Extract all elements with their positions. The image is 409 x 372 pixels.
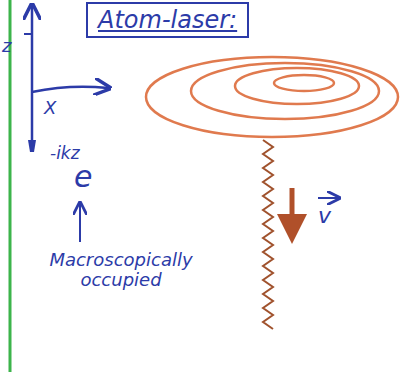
wavefunction-label: e (74, 160, 92, 193)
z-axis (31, 6, 34, 150)
pointer-arrow (79, 204, 81, 242)
velocity-arrow (290, 188, 295, 238)
vector-arrow (318, 197, 338, 199)
axis-label: z (2, 36, 11, 56)
atom-beam (263, 140, 273, 329)
axis-foot (28, 140, 36, 152)
note-label: Macroscopically occupied (36, 250, 206, 290)
spiral-ring (274, 75, 334, 91)
axis-tick (24, 33, 32, 35)
spiral-ring (191, 63, 379, 119)
spiral-ring (235, 68, 359, 104)
spiral-ring (146, 57, 398, 137)
trap-spiral (146, 57, 398, 137)
velocity-label: v (318, 204, 331, 228)
axis-label: X (44, 98, 56, 118)
margin-line (9, 0, 12, 372)
x-axis (32, 87, 108, 92)
title: Atom-laser: (86, 2, 249, 38)
